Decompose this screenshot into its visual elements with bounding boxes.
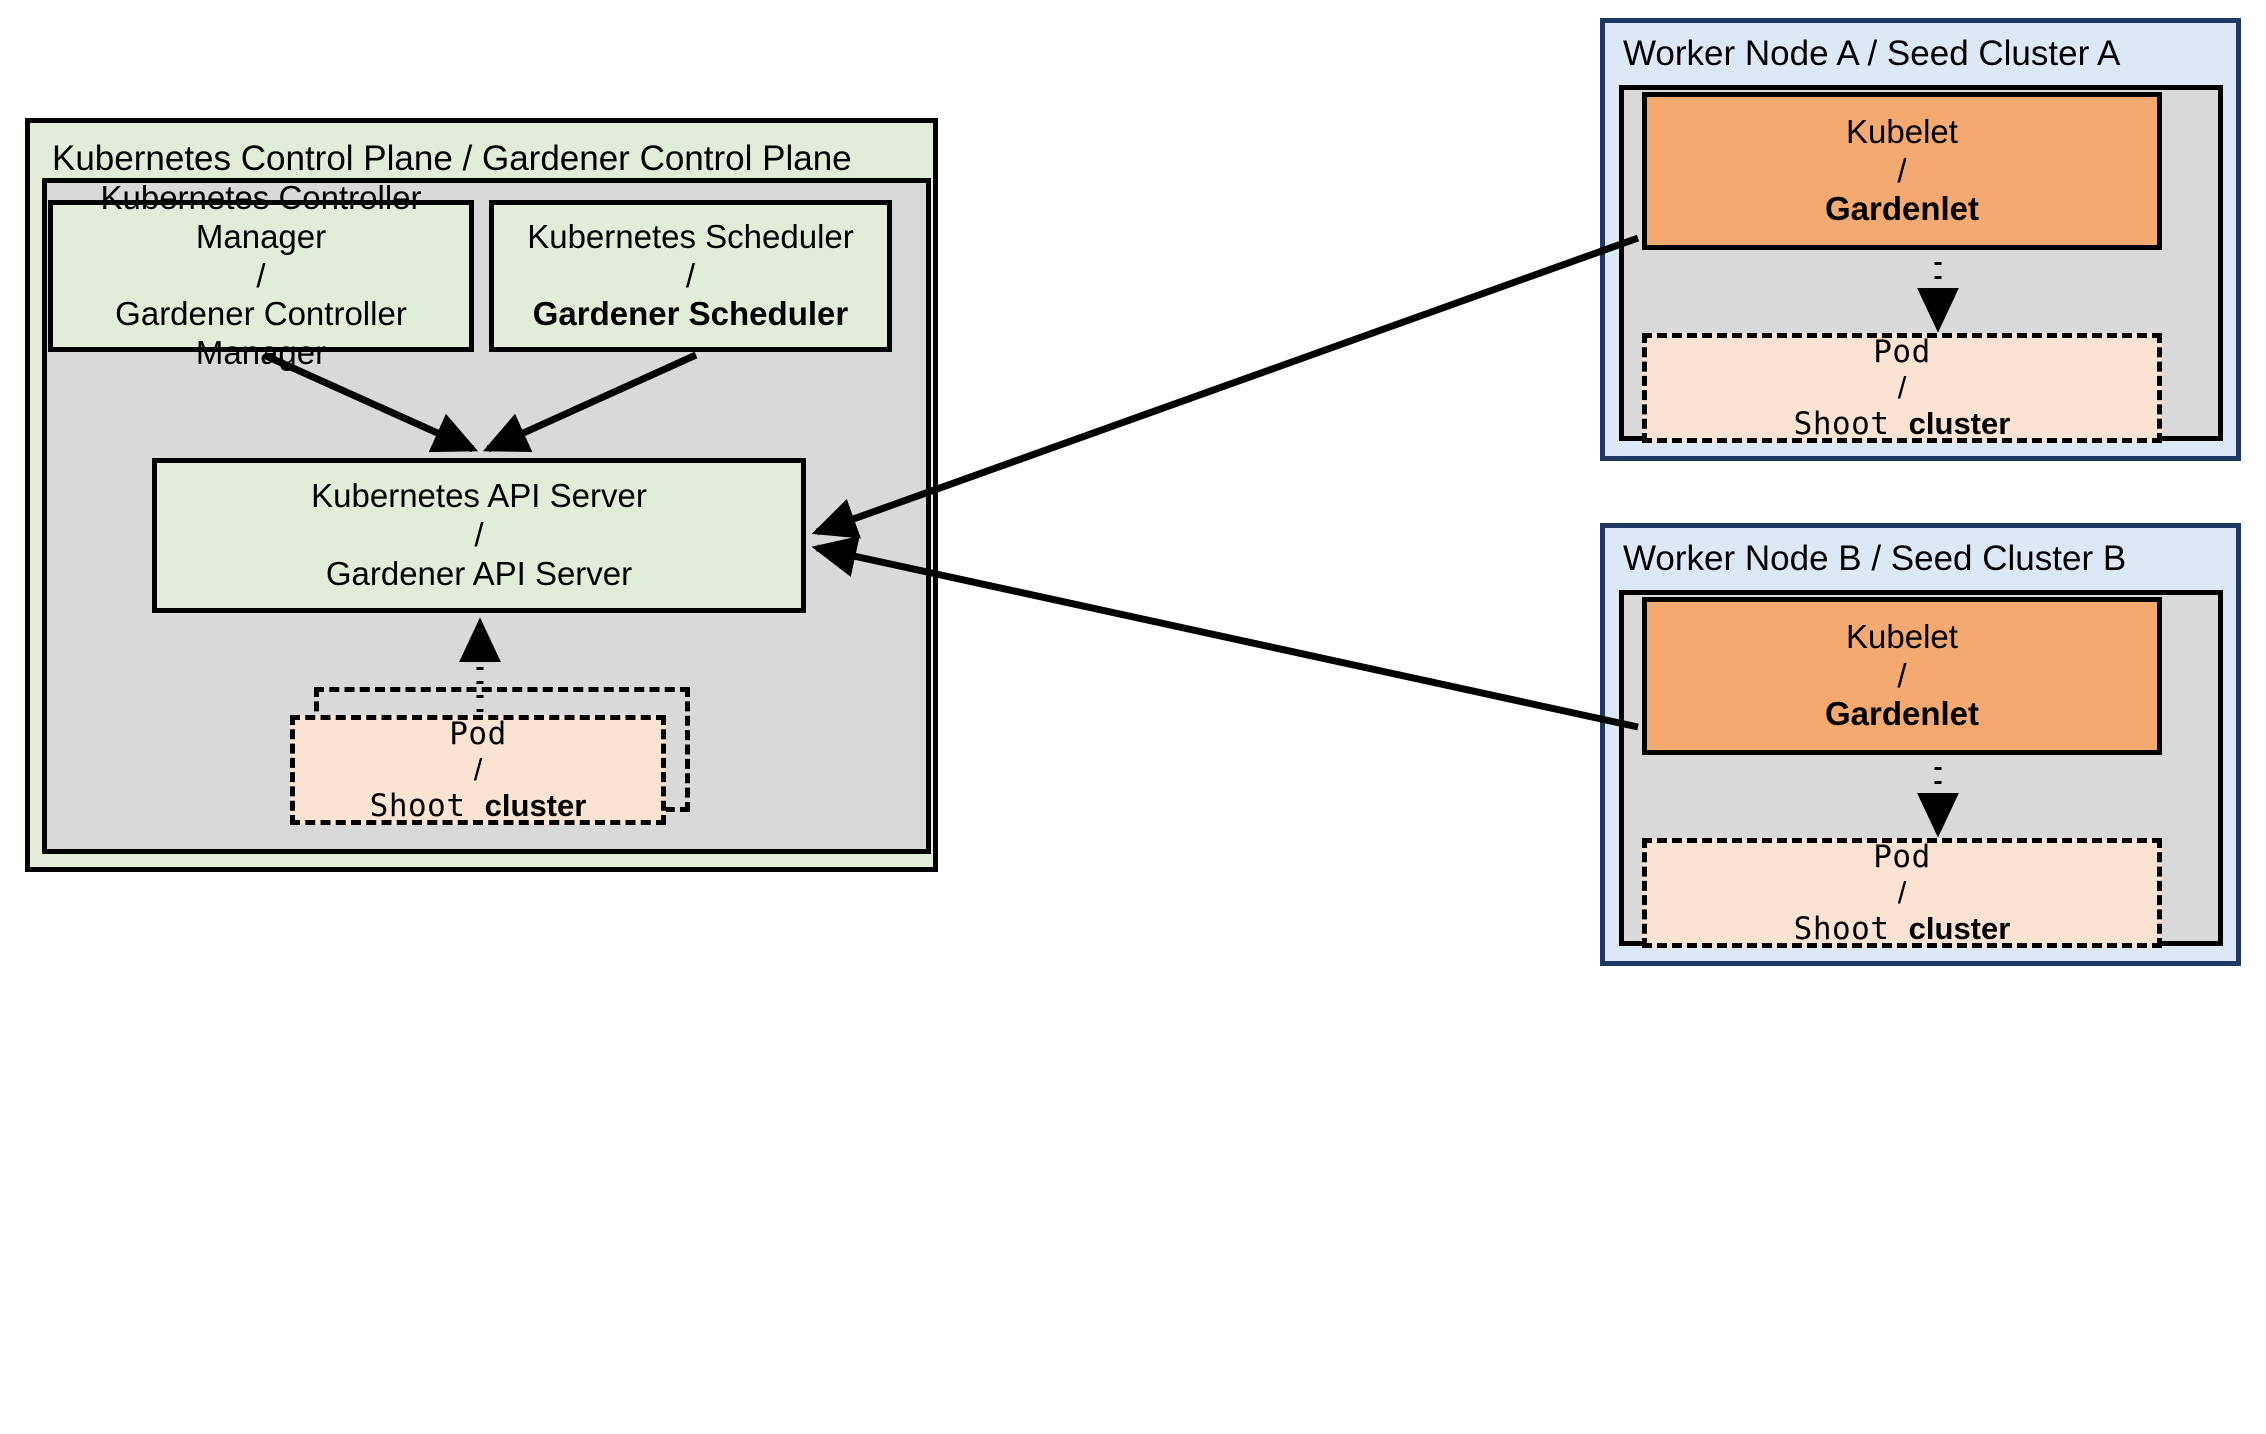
api-server-line1: Kubernetes API Server xyxy=(311,477,647,515)
worker-node-a-title: Worker Node A / Seed Cluster A xyxy=(1623,34,2121,73)
worker-node-b-kubelet-line2: Gardenlet xyxy=(1824,695,1980,733)
control-plane-pod-separator: / xyxy=(473,751,483,787)
worker-node-b-kubelet-box[interactable]: Kubelet / Gardenlet xyxy=(1642,597,2162,755)
worker-node-b-pod-line2: Shoot cluster xyxy=(1794,911,2011,947)
worker-node-a-pod-cluster: cluster xyxy=(1908,406,2011,442)
controller-manager-box[interactable]: Kubernetes Controller Manager / Gardener… xyxy=(48,179,474,371)
api-server-separator: / xyxy=(474,516,484,554)
api-server-box[interactable]: Kubernetes API Server / Gardener API Ser… xyxy=(152,458,806,613)
arrow-gardenlet-b-to-api-server xyxy=(811,535,1639,731)
worker-node-a-pod-separator: / xyxy=(1897,369,1907,405)
control-plane-pod-line2: Shoot cluster xyxy=(370,788,587,824)
worker-node-a-pod-shoot: Shoot xyxy=(1793,406,1909,443)
worker-node-a-pod-line1: Pod xyxy=(1873,333,1931,370)
worker-node-b-pod-box[interactable]: Pod / Shoot cluster xyxy=(1642,838,2162,948)
worker-node-b-pod-line1: Pod xyxy=(1873,838,1931,875)
worker-node-a-kubelet-line1: Kubelet xyxy=(1846,112,1958,150)
worker-node-a-pod-box[interactable]: Pod / Shoot cluster xyxy=(1642,333,2162,443)
scheduler-line1: Kubernetes Scheduler xyxy=(527,217,854,255)
control-plane-pod-cluster: cluster xyxy=(484,788,587,824)
controller-manager-line1: Kubernetes Controller Manager xyxy=(100,178,422,255)
controller-manager-line2: Gardener Controller Manager xyxy=(115,295,407,372)
worker-node-a-pod-line2: Shoot cluster xyxy=(1794,406,2011,442)
worker-node-b-title: Worker Node B / Seed Cluster B xyxy=(1623,539,2127,578)
scheduler-separator: / xyxy=(685,256,696,294)
worker-node-b-pod-cluster: cluster xyxy=(1908,911,2011,947)
arrow-gardenlet-a-to-api-server xyxy=(811,234,1640,539)
worker-node-a-kubelet-box[interactable]: Kubelet / Gardenlet xyxy=(1642,92,2162,250)
scheduler-box[interactable]: Kubernetes Scheduler / Gardener Schedule… xyxy=(489,200,892,352)
control-plane-pod-box[interactable]: Pod / Shoot cluster xyxy=(290,715,666,825)
scheduler-line2: Gardener Scheduler xyxy=(532,295,849,333)
worker-node-b-kubelet-separator: / xyxy=(1897,656,1907,694)
worker-node-b-pod-shoot: Shoot xyxy=(1793,911,1909,948)
worker-node-b-pod-separator: / xyxy=(1897,874,1907,910)
control-plane-pod-line1: Pod xyxy=(449,715,507,752)
worker-node-a-kubelet-line2: Gardenlet xyxy=(1824,190,1980,228)
worker-node-a-kubelet-separator: / xyxy=(1897,151,1907,189)
control-plane-title: Kubernetes Control Plane / Gardener Cont… xyxy=(52,139,852,178)
controller-manager-separator: / xyxy=(256,256,266,294)
worker-node-b-kubelet-line1: Kubelet xyxy=(1846,617,1958,655)
control-plane-pod-shoot: Shoot xyxy=(369,788,485,825)
api-server-line2: Gardener API Server xyxy=(325,554,633,592)
